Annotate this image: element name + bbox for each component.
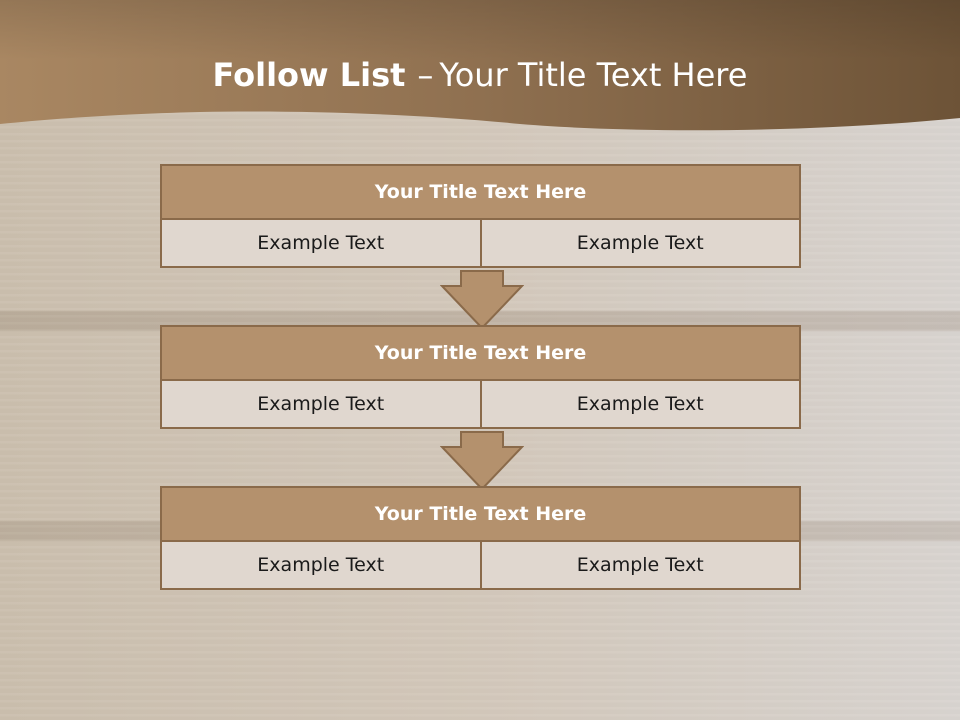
block-cell-left: Example Text: [160, 542, 482, 590]
block-title: Your Title Text Here: [160, 164, 801, 220]
block-row: Example Text Example Text: [160, 542, 801, 590]
block-cell-right: Example Text: [481, 381, 801, 429]
title-rest: Your Title Text Here: [439, 56, 748, 94]
page-title: Follow List–Your Title Text Here: [0, 56, 960, 94]
block-row: Example Text Example Text: [160, 381, 801, 429]
down-arrow-icon: [440, 431, 524, 491]
block-row: Example Text Example Text: [160, 220, 801, 268]
list-block-2: Your Title Text Here Example Text Exampl…: [160, 325, 801, 429]
header-wave: [0, 0, 960, 131]
block-title: Your Title Text Here: [160, 486, 801, 542]
title-bold: Follow List: [212, 56, 406, 94]
block-cell-right: Example Text: [481, 542, 801, 590]
block-cell-right: Example Text: [481, 220, 801, 268]
block-cell-left: Example Text: [160, 220, 482, 268]
block-title: Your Title Text Here: [160, 325, 801, 381]
block-cell-left: Example Text: [160, 381, 482, 429]
title-dash: –: [417, 56, 434, 94]
down-arrow-icon: [440, 270, 524, 330]
header-band: Follow List–Your Title Text Here: [0, 0, 960, 140]
list-block-1: Your Title Text Here Example Text Exampl…: [160, 164, 801, 268]
list-block-3: Your Title Text Here Example Text Exampl…: [160, 486, 801, 590]
